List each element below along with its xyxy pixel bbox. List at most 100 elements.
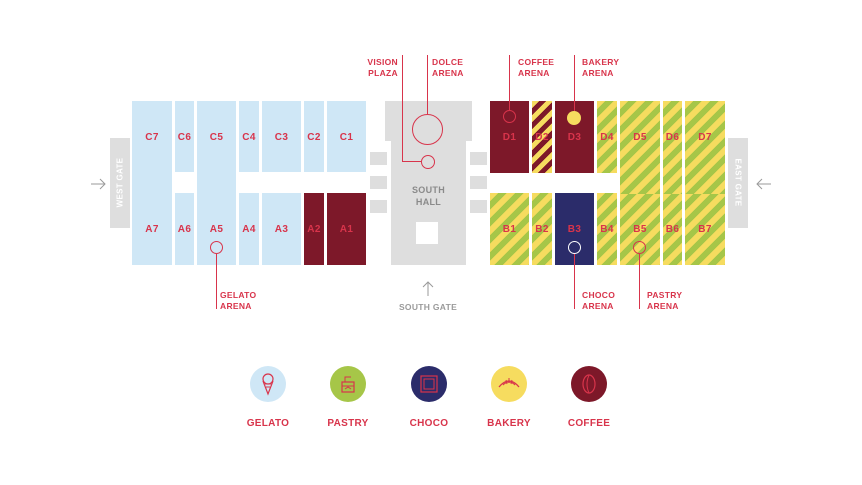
hall-a1[interactable]: A1 <box>327 193 366 265</box>
hall-d1-label: D1 <box>502 132 517 143</box>
hall-b7-label: B7 <box>698 224 712 235</box>
cake-icon <box>341 376 355 393</box>
coffee-arena-marker[interactable] <box>503 110 516 123</box>
hall-d6-label: D6 <box>665 132 680 143</box>
gelato-arena-marker[interactable] <box>210 241 223 254</box>
hall-d2[interactable]: D2 <box>532 101 552 173</box>
hall-c7[interactable]: C7 <box>132 101 172 172</box>
hall-d1[interactable]: D1 <box>490 101 529 173</box>
bakery-arena-leader <box>574 55 575 111</box>
hall-c1-label: C1 <box>339 132 354 143</box>
south-gate-arrow-icon <box>422 281 434 297</box>
south-hall-corridor-left-1 <box>370 152 387 165</box>
hall-b2-label: B2 <box>535 224 549 235</box>
legend-bakery-circle <box>491 366 527 402</box>
hall-b5-label: B5 <box>633 224 647 235</box>
hall-c3[interactable]: C3 <box>262 101 301 172</box>
hall-a7-label: A7 <box>145 224 159 235</box>
hall-a4-label: A4 <box>242 224 256 235</box>
hall-b1[interactable]: B1 <box>490 193 529 265</box>
legend-choco-circle <box>411 366 447 402</box>
east-gate-label: EAST GATE <box>733 158 743 207</box>
hall-c4[interactable]: C4 <box>239 101 259 172</box>
hall-b6-label: B6 <box>665 224 680 235</box>
pastry-arena-marker[interactable] <box>633 241 646 254</box>
coffee-bean-icon <box>582 374 596 394</box>
legend-pastry-circle <box>330 366 366 402</box>
hall-a1-label: A1 <box>339 224 354 235</box>
hall-d2-label: D2 <box>535 132 549 143</box>
hall-d5-label: D5 <box>633 132 647 143</box>
hall-d3-label: D3 <box>567 132 582 143</box>
hall-c2[interactable]: C2 <box>304 101 324 172</box>
hall-a5-label: A5 <box>209 224 224 235</box>
hall-b4[interactable]: B4 <box>597 193 617 265</box>
hall-a6-label: A6 <box>177 224 192 235</box>
vision-plaza-leader-h <box>402 161 421 162</box>
hall-a7[interactable]: A7 <box>132 172 172 265</box>
hall-a4[interactable]: A4 <box>239 193 259 265</box>
west-gate[interactable]: WEST GATE <box>110 138 130 228</box>
east-gate-arrow-icon <box>756 177 772 190</box>
dolce-arena-marker[interactable] <box>412 114 443 145</box>
east-gate[interactable]: EAST GATE <box>728 138 748 228</box>
coffee-arena-leader <box>509 55 510 110</box>
south-hall-corridor-right-3 <box>470 200 487 213</box>
hall-a2[interactable]: A2 <box>304 193 324 265</box>
legend-choco-label: CHOCO <box>409 418 449 429</box>
hall-c5-label: C5 <box>209 132 224 143</box>
hall-c6[interactable]: C6 <box>175 101 194 172</box>
hall-b2[interactable]: B2 <box>532 193 552 265</box>
hall-c6-label: C6 <box>177 132 192 143</box>
hall-d7[interactable]: D7 <box>685 101 725 194</box>
pastry-arena-leader <box>639 254 640 309</box>
vision-plaza-marker[interactable] <box>421 155 435 169</box>
west-gate-arrow-icon <box>90 177 106 190</box>
south-hall-inner-square <box>416 222 438 244</box>
hall-b7[interactable]: B7 <box>685 194 725 265</box>
hall-c2-label: C2 <box>307 132 321 143</box>
choco-arena-marker[interactable] <box>568 241 581 254</box>
south-gate-label[interactable]: SOUTH GATE <box>398 302 458 312</box>
hall-d4-label: D4 <box>600 132 614 143</box>
legend-gelato-circle <box>250 366 286 402</box>
hall-a3-label: A3 <box>274 224 289 235</box>
dolce-arena-leader <box>427 55 428 114</box>
hall-b6[interactable]: B6 <box>663 194 682 265</box>
hall-d4[interactable]: D4 <box>597 101 617 173</box>
choco-arena-leader <box>574 254 575 309</box>
ice-cream-icon <box>262 373 274 396</box>
south-hall-corridor-left-2 <box>370 176 387 189</box>
hall-a6[interactable]: A6 <box>175 193 194 265</box>
hall-c4-label: C4 <box>242 132 256 143</box>
hall-d6[interactable]: D6 <box>663 101 682 194</box>
vision-plaza-leader-v <box>402 55 403 162</box>
west-gate-label: WEST GATE <box>115 157 125 208</box>
legend-pastry-label: PASTRY <box>327 418 369 429</box>
hall-b3-label: B3 <box>567 224 582 235</box>
hall-d7-label: D7 <box>698 132 712 143</box>
hall-c3-label: C3 <box>274 132 289 143</box>
hall-b5[interactable]: B5 <box>620 194 660 265</box>
hall-d5[interactable]: D5 <box>620 101 660 194</box>
hall-b4-label: B4 <box>600 224 614 235</box>
hall-c7-label: C7 <box>145 132 159 143</box>
hall-a2-label: A2 <box>307 224 321 235</box>
hall-a3[interactable]: A3 <box>262 193 301 265</box>
hall-b1-label: B1 <box>502 224 517 235</box>
legend-gelato-label: GELATO <box>246 418 290 429</box>
croissant-icon <box>498 378 520 388</box>
legend-coffee-circle <box>571 366 607 402</box>
hall-c5[interactable]: C5 <box>197 101 236 172</box>
bakery-arena-marker[interactable] <box>567 111 581 125</box>
south-hall-corridor-right-1 <box>470 152 487 165</box>
hall-c1[interactable]: C1 <box>327 101 366 172</box>
legend-coffee-label: COFFEE <box>567 418 611 429</box>
